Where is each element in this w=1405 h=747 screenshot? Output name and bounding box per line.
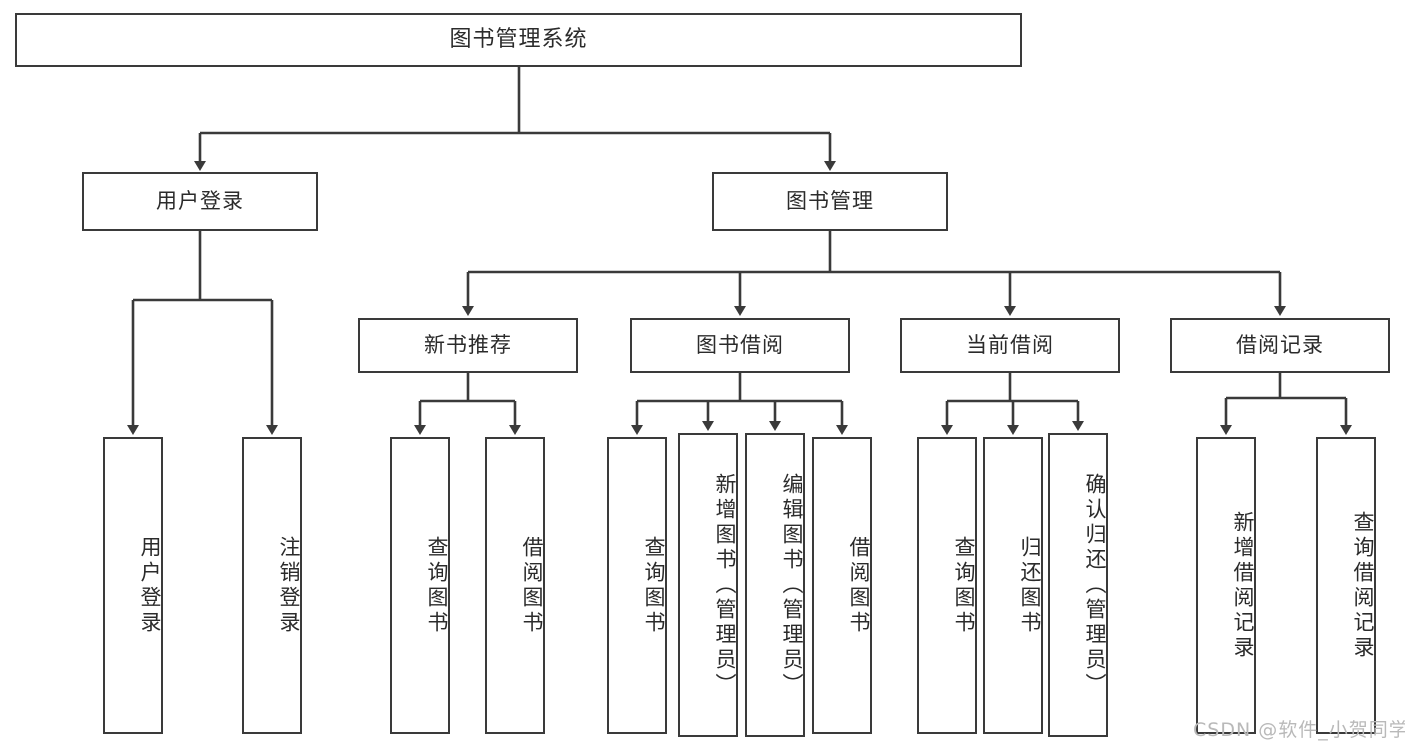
node-leaf-borrow-record-1[interactable]: 查询借阅记录 <box>1316 437 1376 734</box>
node-current-borrow[interactable]: 当前借阅 <box>900 318 1120 373</box>
node-root-system[interactable]: 图书管理系统 <box>15 13 1022 67</box>
node-borrow-record[interactable]: 借阅记录 <box>1170 318 1390 373</box>
node-user-login[interactable]: 用户登录 <box>82 172 318 231</box>
node-leaf-user-login-1[interactable]: 注销登录 <box>242 437 302 734</box>
node-book-manage[interactable]: 图书管理 <box>712 172 948 231</box>
node-new-book-recommend[interactable]: 新书推荐 <box>358 318 578 373</box>
node-leaf-book-borrow-3[interactable]: 借阅图书 <box>812 437 872 734</box>
node-leaf-borrow-record-0[interactable]: 新增借阅记录 <box>1196 437 1256 734</box>
node-leaf-book-borrow-0[interactable]: 查询图书 <box>607 437 667 734</box>
node-book-borrow[interactable]: 图书借阅 <box>630 318 850 373</box>
node-leaf-book-borrow-2[interactable]: 编辑图书（管理员） <box>745 433 805 737</box>
node-leaf-current-borrow-1[interactable]: 归还图书 <box>983 437 1043 734</box>
node-leaf-new-book-recommend-0[interactable]: 查询图书 <box>390 437 450 734</box>
node-leaf-user-login-0[interactable]: 用户登录 <box>103 437 163 734</box>
node-leaf-new-book-recommend-1[interactable]: 借阅图书 <box>485 437 545 734</box>
node-leaf-book-borrow-1[interactable]: 新增图书（管理员） <box>678 433 738 737</box>
csdn-watermark: CSDN @软件_小贺同学 <box>1193 719 1405 741</box>
node-leaf-current-borrow-2[interactable]: 确认归还（管理员） <box>1048 433 1108 737</box>
node-leaf-current-borrow-0[interactable]: 查询图书 <box>917 437 977 734</box>
